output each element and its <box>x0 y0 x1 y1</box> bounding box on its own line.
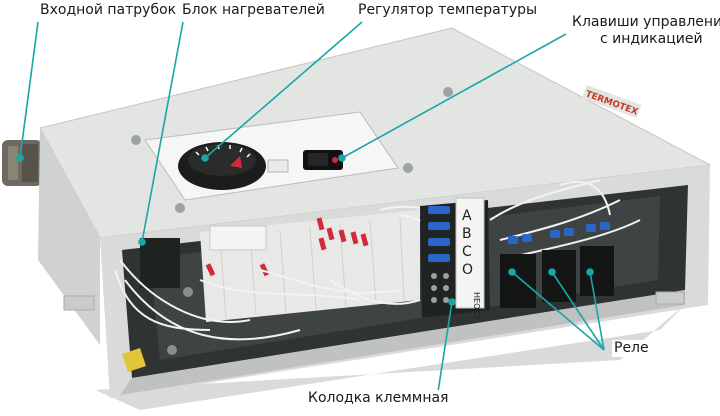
leader-heaters <box>141 21 184 243</box>
screw <box>131 135 141 145</box>
mounting-bracket-right <box>655 291 685 305</box>
svg-text:B: B <box>462 226 472 242</box>
inlet-pipe-nut <box>22 144 38 182</box>
leader-relay-1 <box>511 271 605 351</box>
terminal-side-text: НЕОСУ <box>472 292 481 320</box>
thermostat-knob-top <box>188 144 256 176</box>
screw <box>403 163 413 173</box>
svg-text:O: O <box>462 262 473 278</box>
svg-text:A: A <box>462 208 472 224</box>
heater-flange <box>140 238 180 288</box>
label-control-keys: Клавиши управления с индикацией <box>570 14 720 48</box>
control-key-rocker <box>308 153 328 166</box>
terminal-screws-blue <box>428 206 450 262</box>
leader-inlet <box>19 21 39 159</box>
leader-relay-3 <box>589 271 605 351</box>
red-connectors <box>205 217 369 277</box>
label-control-keys-line2: с индикацией <box>600 31 703 47</box>
housing-floor <box>120 290 685 395</box>
leader-keys <box>341 33 567 159</box>
svg-text:C: C <box>462 244 472 260</box>
shadow <box>95 300 690 410</box>
label-terminal-block: Колодка клеммная <box>306 390 451 407</box>
leader-relay-2 <box>551 271 605 351</box>
flange-bolt <box>167 345 177 355</box>
control-key-indicator <box>332 157 338 163</box>
inlet-pipe-thread <box>8 146 18 180</box>
flange-bolt <box>183 287 193 297</box>
leader-terminal-block <box>436 301 453 399</box>
label-inlet: Входной патрубок <box>38 2 179 19</box>
label-control-keys-line1: Клавиши управления <box>572 14 720 30</box>
control-key-housing <box>267 159 289 173</box>
warning-sticker <box>122 348 146 372</box>
thermostat-pointer <box>230 156 242 168</box>
label-thermostat: Регулятор температуры <box>356 2 540 19</box>
heater-insulator <box>209 225 267 251</box>
label-heaters: Блок нагревателей <box>180 2 327 19</box>
screw <box>175 203 185 213</box>
screw <box>443 87 453 97</box>
label-relays: Реле <box>612 340 651 357</box>
terminal-block-label <box>455 197 485 309</box>
housing-left-side <box>38 128 100 345</box>
mounting-bracket <box>63 295 95 311</box>
relays <box>500 222 614 308</box>
leader-lines <box>16 21 605 399</box>
terminal-screws-steel <box>431 273 449 303</box>
leader-thermostat <box>204 21 363 159</box>
terminal-letters: A B C O <box>462 208 473 278</box>
